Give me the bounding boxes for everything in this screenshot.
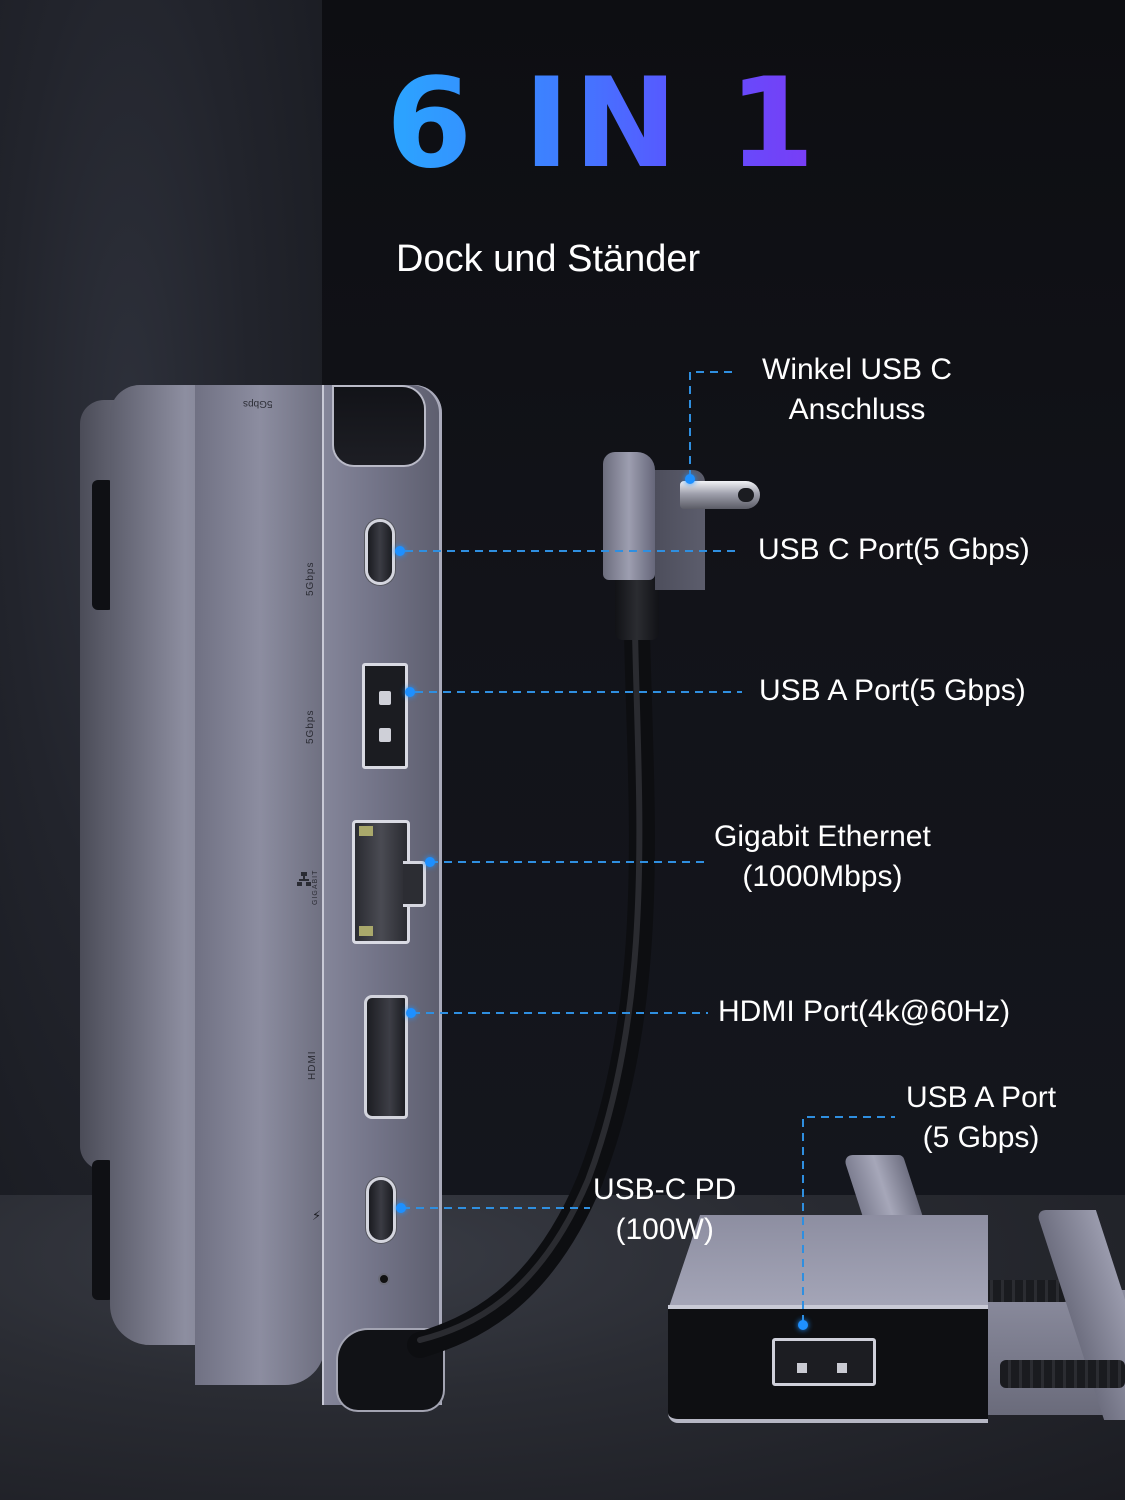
callout-usba-port: USB A Port(5 Gbps): [759, 671, 1026, 711]
ethernet-port[interactable]: [352, 820, 426, 944]
callout-usba-port-flat: USB A Port (5 Gbps): [906, 1078, 1056, 1158]
callout-ethernet: Gigabit Ethernet (1000Mbps): [714, 817, 931, 897]
callout-dot: [395, 546, 405, 556]
callout-dot: [425, 857, 435, 867]
rubber-grip: [1000, 1360, 1125, 1388]
lan-icon: [297, 872, 311, 886]
hdmi-port[interactable]: [364, 995, 408, 1119]
dock-side-panel-inner: [195, 385, 325, 1385]
callout-line: Anschluss: [788, 393, 926, 426]
dock-back-slot: [92, 1160, 114, 1300]
bolt-icon: ⚡: [312, 1208, 322, 1223]
usba-port[interactable]: [362, 663, 408, 769]
callout-hdmi: HDMI Port(4k@60Hz): [718, 992, 1010, 1032]
dock-top-cutout: [334, 387, 424, 465]
callout-line: (100W): [615, 1213, 714, 1246]
flat-dock-top: [668, 1215, 988, 1310]
indicator-light: [380, 1275, 388, 1283]
dark-background: [322, 0, 1125, 1200]
callout-line: USB A Port: [906, 1081, 1057, 1114]
callout-dot: [396, 1203, 406, 1213]
usbc-port[interactable]: [368, 522, 392, 582]
callout-line: Gigabit Ethernet: [714, 820, 931, 853]
cable-boot: [615, 580, 659, 640]
headline-title: 6 IN 1: [386, 52, 819, 196]
callout-line: (1000Mbps): [742, 860, 903, 893]
callout-dot: [685, 474, 695, 484]
flat-usba-port[interactable]: [772, 1338, 876, 1386]
dock-back-slot: [92, 480, 114, 610]
callout-line: USB-C PD: [593, 1173, 737, 1206]
callout-dot: [406, 1008, 416, 1018]
callout-line: (5 Gbps): [922, 1121, 1040, 1154]
headline-subtitle: Dock und Ständer: [396, 238, 701, 280]
usbc-pd-port[interactable]: [369, 1180, 393, 1240]
callout-usbc-pd: USB-C PD (100W): [593, 1170, 736, 1250]
callout-angled-usbc: Winkel USB C Anschluss: [762, 350, 952, 430]
callout-line: USB A Port(5 Gbps): [759, 674, 1026, 707]
callout-dot: [798, 1320, 808, 1330]
callout-line: USB C Port(5 Gbps): [758, 533, 1030, 566]
usbc-plug-opening: [738, 488, 754, 502]
callout-line: HDMI Port(4k@60Hz): [718, 995, 1011, 1028]
callout-line: Winkel USB C: [762, 353, 953, 386]
callout-usbc-port: USB C Port(5 Gbps): [758, 530, 1030, 570]
angled-connector-housing: [603, 452, 655, 580]
callout-dot: [405, 687, 415, 697]
